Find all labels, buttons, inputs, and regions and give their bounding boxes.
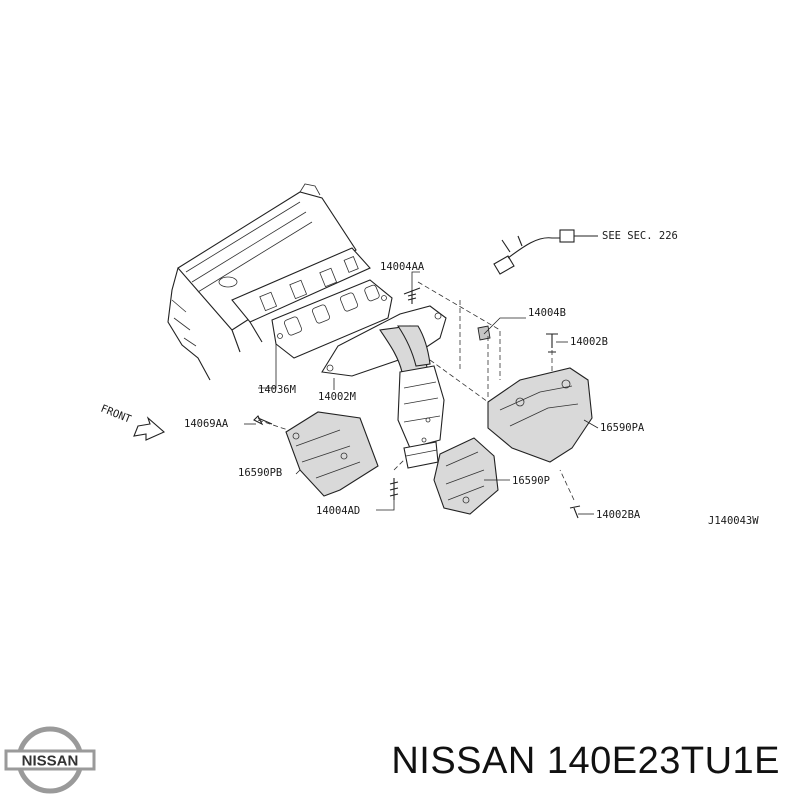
label-14002M: 14002M bbox=[318, 391, 356, 403]
label-14036M: 14036M bbox=[258, 384, 296, 396]
label-14004B: 14004B bbox=[528, 307, 566, 319]
part-number-title: NISSAN 140E23TU1E bbox=[391, 740, 780, 782]
cylinder-head bbox=[167, 183, 371, 381]
exhaust-manifold bbox=[321, 305, 447, 469]
heat-insulator-lower bbox=[433, 437, 499, 515]
label-16590PB: 16590PB bbox=[238, 467, 282, 479]
label-16590PA: 16590PA bbox=[600, 422, 645, 434]
logo-text: NISSAN bbox=[22, 753, 79, 770]
label-14004AD: 14004AD bbox=[316, 505, 360, 517]
reference-lines bbox=[257, 281, 575, 501]
label-14002B: 14002B bbox=[570, 336, 608, 348]
front-arrow bbox=[133, 416, 166, 441]
label-14002BA: 14002BA bbox=[596, 509, 641, 521]
label-14069AA: 14069AA bbox=[184, 418, 229, 430]
heat-insulator-left bbox=[285, 411, 379, 497]
leader-lines bbox=[244, 271, 599, 515]
label-14004AA: 14004AA bbox=[380, 261, 425, 273]
oxygen-sensor bbox=[493, 229, 598, 275]
heat-insulator-upper bbox=[487, 367, 593, 463]
label-16590P: 16590P bbox=[512, 475, 550, 487]
manifold-gasket bbox=[271, 279, 393, 359]
label-front: FRONT bbox=[99, 403, 133, 426]
nissan-logo: NISSAN bbox=[4, 726, 96, 794]
label-see-sec: SEE SEC. 226 bbox=[602, 230, 678, 242]
label-diagram-id: J140043W bbox=[708, 515, 759, 527]
